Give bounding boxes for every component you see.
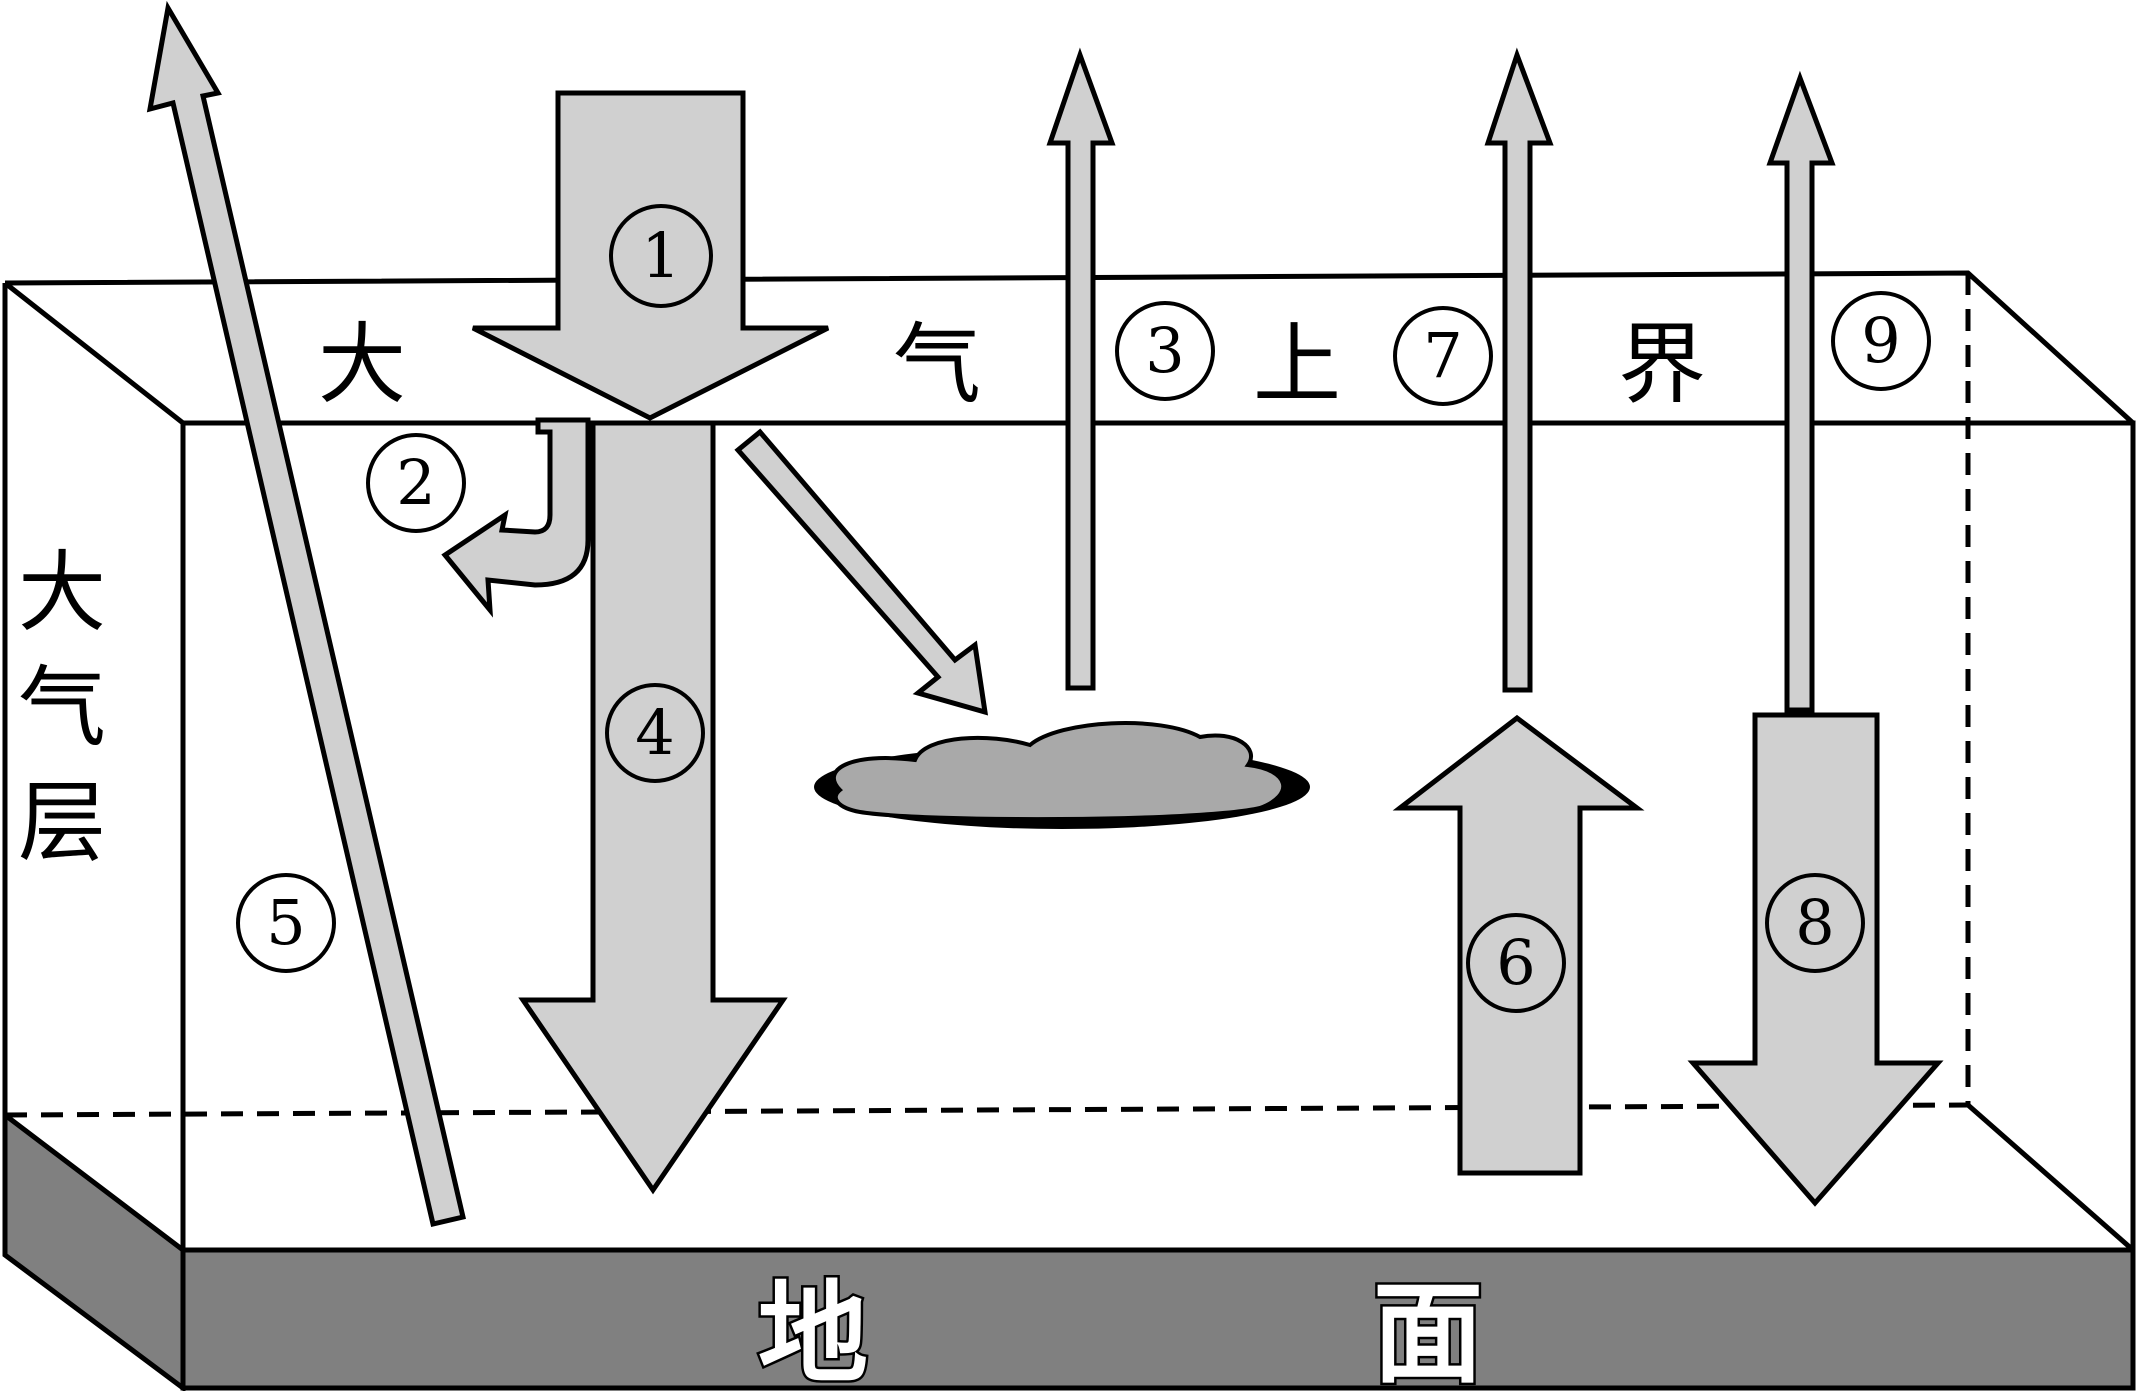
arrow-1-solar-radiation-top [471,90,830,421]
ground-char-1: 地 [758,1269,868,1391]
top-boundary-char-1: 大 [318,313,406,416]
marker-6-number: 6 [1496,926,1535,999]
arrow-9-atmosphere-radiation-escape [1766,70,1836,713]
marker-9: 9 [1831,291,1931,391]
marker-2-number: 2 [396,446,435,519]
arrow-2-atmospheric-reflection [441,417,591,618]
marker-5: 5 [236,873,336,973]
cloud [814,721,1310,829]
box-ground-right-slant [1966,1103,2135,1252]
top-boundary-char-4: 界 [1618,313,1706,416]
ground-slab [2,1109,2136,1391]
marker-6: 6 [1466,913,1566,1013]
arrow-8-atmospheric-counter-radiation [1687,712,1944,1207]
marker-7: 7 [1393,306,1493,406]
marker-7-number: 7 [1423,319,1462,392]
arrow-6-ground-radiation [1392,714,1645,1176]
atmosphere-char-1: 大 [18,541,106,644]
marker-1: 1 [609,204,713,308]
ground-char-2: 面 [1373,1269,1483,1391]
marker-3-number: 3 [1145,314,1184,387]
top-boundary-char-3: 上 [1253,313,1341,416]
marker-8: 8 [1765,873,1865,973]
marker-8-circle [1765,873,1865,973]
marker-2: 2 [366,433,466,533]
cloud-body [832,721,1286,822]
arrow-5-ground-radiation-escape [146,0,466,1228]
marker-2-circle [366,433,466,533]
marker-1-number: 1 [641,219,680,292]
top-boundary-char-2: 气 [893,313,981,416]
marker-5-number: 5 [266,886,305,959]
atmosphere-char-2: 气 [18,656,106,759]
marker-4-circle [605,683,705,783]
marker-3: 3 [1115,301,1215,401]
arrow-to-cloud [734,428,989,716]
box-ground-back-dashed-edge [4,1102,1969,1118]
arrow-4-solar-radiation-to-ground [518,420,788,1195]
marker-5-circle [236,873,336,973]
marker-9-circle [1831,291,1931,391]
marker-4: 4 [605,683,705,783]
marker-3-circle [1115,301,1215,401]
atmosphere-char-3: 层 [18,771,106,874]
ground-side-face [2,1109,186,1391]
arrow-3-cloud-reflection [1046,47,1116,691]
marker-8-number: 8 [1795,886,1834,959]
arrow-7-atmosphere-radiation-escape [1484,47,1554,693]
marker-7-circle [1393,306,1493,406]
marker-1-circle [609,204,713,308]
box-left-slant-top [3,281,185,425]
ground-front-face [180,1247,2136,1391]
marker-4-number: 4 [635,696,674,769]
marker-9-number: 9 [1861,304,1900,377]
marker-6-circle [1466,913,1566,1013]
